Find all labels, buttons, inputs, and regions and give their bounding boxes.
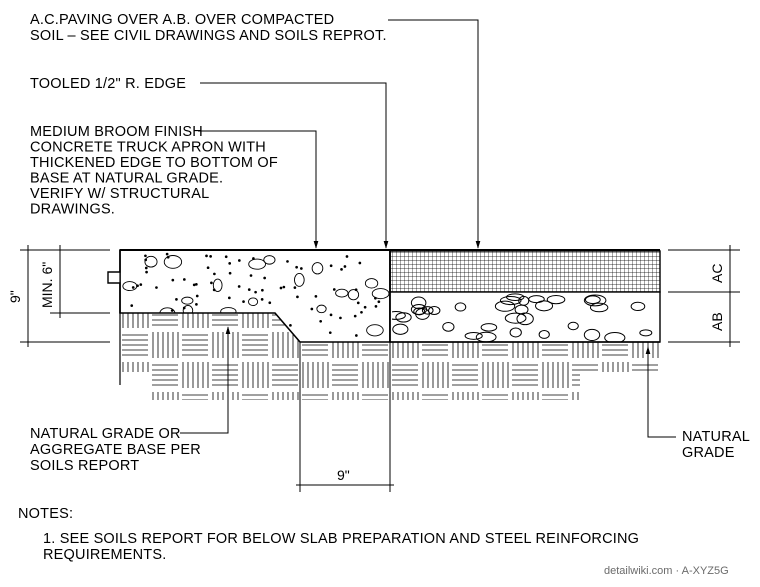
- leaders: [180, 19, 676, 438]
- callout-ac-paving-line: SOIL – SEE CIVIL DRAWINGS AND SOILS REPR…: [30, 28, 387, 44]
- dim-right-ab: AB: [709, 312, 725, 331]
- notes-item-line-1: 1. SEE SOILS REPORT FOR BELOW SLAB PREPA…: [43, 531, 639, 547]
- soil-hatch-bottom: [150, 372, 580, 400]
- aggregate-base-layer: [389, 291, 661, 343]
- callout-broom-finish-line: VERIFY W/ STRUCTURAL: [30, 186, 209, 202]
- callout-broom-finish-line: DRAWINGS.: [30, 202, 115, 218]
- callout-natural-grade-right-line: GRADE: [682, 445, 735, 461]
- callout-ac-paving: A.C.PAVING OVER A.B. OVER COMPACTEDSOIL …: [30, 12, 387, 44]
- callout-broom-finish-line: CONCRETE TRUCK APRON WITH: [30, 140, 266, 156]
- callout-natural-grade-left-line: NATURAL GRADE OR: [30, 426, 181, 442]
- dimension-right: [668, 245, 740, 347]
- aggregate-base-stones: [392, 293, 653, 342]
- dimension-bottom: [296, 342, 394, 492]
- callout-broom-finish-line: THICKENED EDGE TO BOTTOM OF: [30, 155, 278, 171]
- callout-natural-grade-right-line: NATURAL: [682, 429, 750, 445]
- callout-tooled-edge-line: TOOLED 1/2" R. EDGE: [30, 76, 186, 92]
- dim-bottom: 9": [337, 467, 350, 483]
- notes-heading: NOTES:: [18, 506, 73, 522]
- soil-hatch-upper: [120, 313, 300, 342]
- ac-paving-layer: [389, 250, 661, 293]
- callout-broom-finish-line: MEDIUM BROOM FINISH: [30, 124, 203, 140]
- watermark: detailwiki.com · A-XYZ5G: [604, 565, 729, 577]
- dim-left-inner: MIN. 6": [39, 262, 55, 308]
- callout-broom-finish-line: BASE AT NATURAL GRADE.: [30, 171, 223, 187]
- callout-ac-paving-line: A.C.PAVING OVER A.B. OVER COMPACTED: [30, 12, 334, 28]
- slab-edge-notch: [107, 250, 121, 313]
- dimension-left: [20, 245, 110, 347]
- callout-tooled-edge: TOOLED 1/2" R. EDGE: [30, 76, 186, 92]
- dim-right-ac: AC: [709, 264, 725, 283]
- callout-natural-grade-left-line: AGGREGATE BASE PER: [30, 442, 201, 458]
- dim-left-outer: 9": [7, 290, 23, 303]
- callout-natural-grade-left-line: SOILS REPORT: [30, 458, 139, 474]
- notes-item-line-2: REQUIREMENTS.: [43, 547, 166, 563]
